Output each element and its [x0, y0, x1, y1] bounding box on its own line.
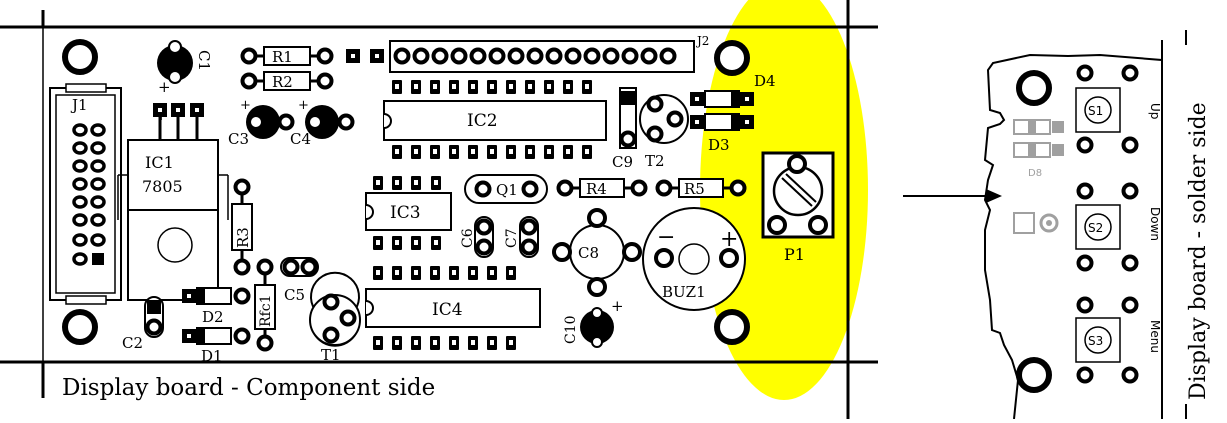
- label-ic3: IC3: [390, 203, 421, 223]
- label-r1: R1: [272, 48, 293, 66]
- switch-s3: S3 Menu: [1075, 296, 1162, 384]
- diode-d4: D4: [690, 72, 776, 108]
- label-c2: C2: [122, 334, 143, 352]
- label-d8: D8: [1028, 168, 1042, 179]
- label-up: Up: [1148, 103, 1162, 119]
- ic4: IC4: [365, 266, 541, 350]
- label-ic2: IC2: [467, 111, 498, 131]
- label-s3: S3: [1088, 334, 1103, 348]
- label-d4: D4: [754, 72, 776, 90]
- resistor-r2: R2: [240, 71, 334, 91]
- label-s2: S2: [1088, 221, 1103, 235]
- solder-side-caption: Display board - solder side: [1186, 102, 1211, 400]
- capacitor-c3: + C3: [228, 98, 295, 148]
- capacitor-c6: C6: [460, 216, 494, 258]
- arrow: [903, 189, 1002, 203]
- transistor-t2: T2: [639, 94, 689, 170]
- label-j2: J2: [695, 34, 709, 48]
- label-down: Down: [1148, 207, 1162, 241]
- diode-d3: D3: [690, 113, 754, 154]
- mounting-hole: [62, 39, 750, 345]
- label-c4: C4: [290, 130, 311, 148]
- label-c3: C3: [228, 130, 249, 148]
- label-r4: R4: [586, 180, 607, 198]
- label-q1: Q1: [496, 181, 518, 199]
- capacitor-c10: + C10: [563, 297, 624, 348]
- label-d2: D2: [202, 308, 224, 326]
- label-c1: C1: [195, 50, 213, 71]
- label-ic4: IC4: [432, 300, 463, 320]
- label-rfc1: Rfc1: [258, 295, 274, 327]
- potentiometer-p1: P1: [761, 151, 835, 264]
- label-r3: R3: [234, 227, 252, 248]
- capacitor-c2: C2: [122, 296, 164, 352]
- plus-mark: +: [611, 297, 624, 315]
- plus-mark: +: [240, 98, 251, 113]
- label-ic1-part: 7805: [142, 177, 183, 196]
- board-outline: [0, 0, 878, 419]
- switch-s1: S1 Up: [1075, 64, 1162, 154]
- resistor-r5: R5: [655, 178, 747, 198]
- switch-s2: S2 Down: [1075, 182, 1162, 272]
- plus-mark: +: [158, 78, 171, 96]
- resistor-r1: R1: [240, 46, 334, 66]
- faded-diodes: D8: [1013, 119, 1064, 234]
- capacitor-c1: C1 +: [157, 40, 213, 96]
- plus-mark: +: [720, 227, 738, 252]
- label-ic1: IC1: [145, 153, 174, 172]
- label-r5: R5: [684, 180, 705, 198]
- solder-side-board: S1 Up S2 Down S3 Menu D8: [983, 30, 1187, 420]
- label-c6: C6: [460, 228, 476, 248]
- label-menu: Menu: [1148, 320, 1162, 353]
- label-d3: D3: [708, 136, 730, 154]
- capacitor-c5: C5: [280, 257, 319, 304]
- transistor-t1: T1: [309, 271, 361, 364]
- buzzer-buz1: − + BUZ1: [642, 207, 746, 311]
- label-r2: R2: [272, 73, 293, 91]
- resistor-r4: R4: [556, 178, 648, 198]
- connector-j2: J2: [346, 34, 709, 73]
- label-c7: C7: [504, 228, 520, 248]
- label-j1: J1: [70, 96, 88, 114]
- regulator-ic1: + IC1 7805: [117, 103, 229, 301]
- label-t2: T2: [645, 152, 665, 170]
- label-s1: S1: [1088, 104, 1103, 118]
- ic2: IC2: [383, 80, 607, 159]
- label-d1: D1: [201, 347, 223, 365]
- inductor-rfc1: Rfc1: [254, 258, 276, 352]
- capacitor-c8: C8: [552, 208, 642, 297]
- ic3: IC3: [365, 176, 452, 250]
- capacitor-c7: C7: [504, 216, 539, 258]
- diode-d2: D2: [182, 287, 251, 326]
- label-c8: C8: [578, 244, 599, 262]
- connector-j1: J1: [49, 83, 122, 305]
- label-c5: C5: [284, 286, 305, 304]
- label-t1: T1: [321, 346, 341, 364]
- resistor-r3: R3: [231, 178, 253, 276]
- label-buz1: BUZ1: [662, 283, 706, 301]
- component-side-caption: Display board - Component side: [62, 375, 436, 401]
- diode-d1: D1: [182, 327, 251, 365]
- crystal-q1: Q1: [464, 174, 548, 204]
- label-c10: C10: [563, 315, 579, 344]
- minus-mark: −: [657, 225, 675, 250]
- capacitor-c9: C9: [612, 87, 637, 171]
- plus-mark: +: [298, 98, 309, 113]
- label-c9: C9: [612, 153, 633, 171]
- capacitor-c4: + C4: [290, 98, 355, 148]
- label-p1: P1: [784, 245, 805, 264]
